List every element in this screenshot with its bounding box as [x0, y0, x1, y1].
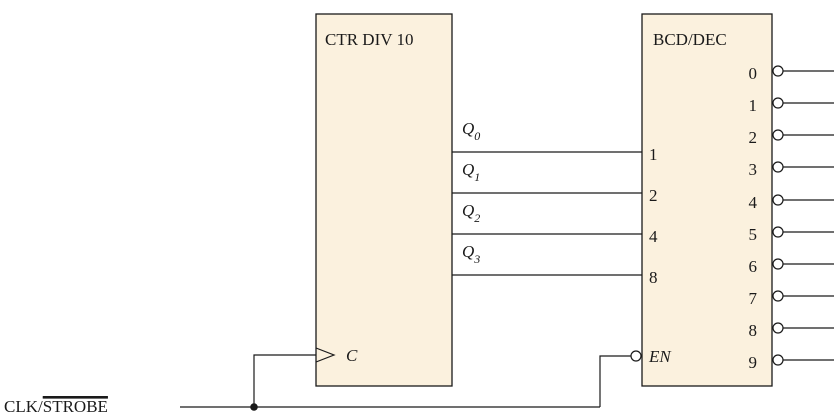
strobe-overbar-text: STROBE	[43, 397, 108, 416]
output-bubble-icon	[772, 97, 784, 109]
decoder-body	[641, 13, 773, 387]
output-bubble-icon	[772, 322, 784, 334]
counter-body	[315, 13, 453, 387]
clock-wiring: CLK/STROBE	[4, 354, 631, 416]
q1-label: Q1	[462, 160, 480, 184]
clk-strobe-label: CLK/STROBE	[4, 397, 108, 416]
decoder-input-2: 2	[649, 186, 658, 205]
counter-title: CTR DIV 10	[325, 30, 413, 49]
output-bubbles	[772, 65, 784, 366]
clock-triangle-icon	[315, 347, 336, 363]
decoder-title: BCD/DEC	[653, 30, 727, 49]
decoder-output-2: 2	[749, 128, 758, 147]
enable-bubble-icon	[630, 350, 642, 362]
output-bubble-icon	[772, 65, 784, 77]
q0-label: Q0	[462, 119, 480, 143]
q3-label: Q3	[462, 242, 480, 266]
output-bubble-icon	[772, 161, 784, 173]
output-bubble-icon	[772, 194, 784, 206]
decoder-enable-label: EN	[648, 347, 672, 366]
decoder-output-9: 9	[749, 353, 758, 372]
decoder-output-8: 8	[749, 321, 758, 340]
decoder-block: BCD/DEC 1 2 4 8 EN	[630, 13, 773, 387]
data-wires	[452, 151, 642, 276]
counter-block: CTR DIV 10 C	[315, 13, 453, 387]
decoder-output-6: 6	[749, 257, 758, 276]
clock-branch-wire	[253, 354, 316, 407]
decoder-input-1: 1	[649, 145, 658, 164]
decoder-outputs: 0 1 2 3 4 5 6 7 8 9	[749, 64, 834, 372]
decoder-input-4: 4	[649, 227, 658, 246]
decoder-input-8: 8	[649, 268, 658, 287]
decoder-output-4: 4	[749, 193, 758, 212]
decoder-output-1: 1	[749, 96, 758, 115]
output-lines	[783, 70, 834, 361]
decoder-output-3: 3	[749, 160, 758, 179]
counter-clock-label: C	[346, 346, 358, 365]
decoder-output-5: 5	[749, 225, 758, 244]
enable-wire	[599, 355, 631, 407]
decoder-output-7: 7	[749, 289, 758, 308]
decoder-output-0: 0	[749, 64, 758, 83]
output-bubble-icon	[772, 258, 784, 270]
q2-label: Q2	[462, 201, 480, 225]
output-bubble-icon	[772, 226, 784, 238]
output-bubble-icon	[772, 129, 784, 141]
counter-output-labels: Q0 Q1 Q2 Q3	[462, 119, 480, 266]
output-bubble-icon	[772, 354, 784, 366]
output-bubble-icon	[772, 290, 784, 302]
junction-dot-icon	[250, 403, 258, 411]
